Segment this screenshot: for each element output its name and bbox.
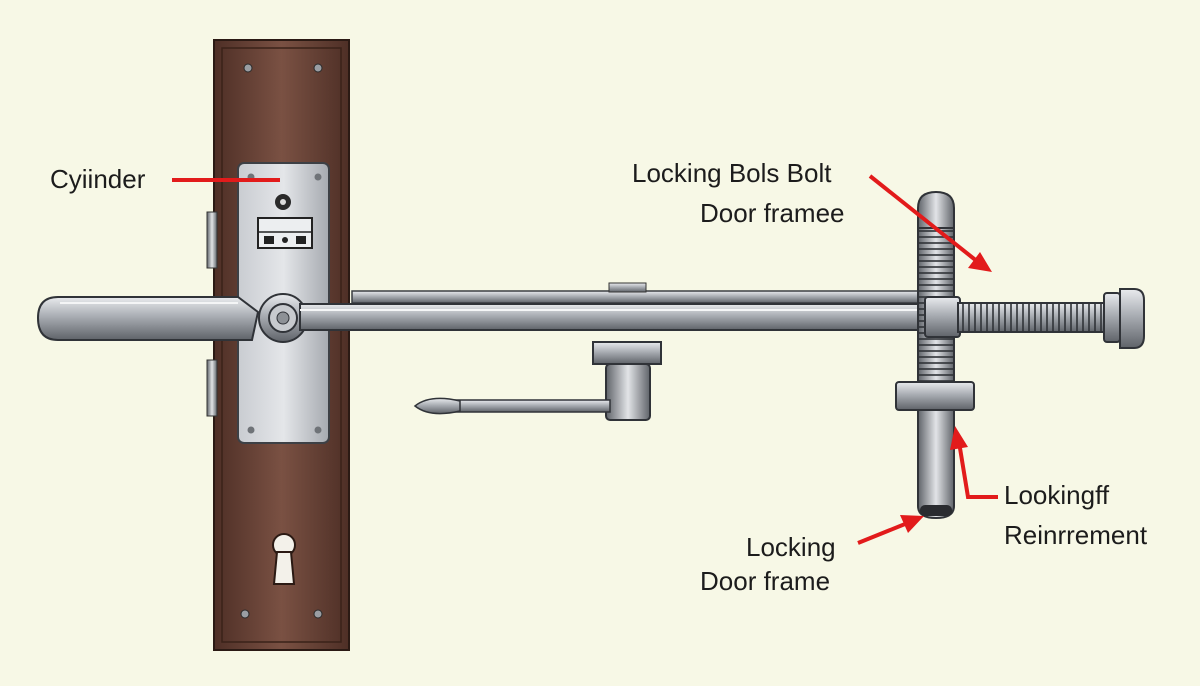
door-handle	[36, 296, 260, 341]
key-cylinder	[257, 194, 313, 249]
lower-bracket	[413, 341, 662, 421]
bolt-pointer-line	[868, 174, 980, 264]
reinforcement-pointer-line	[957, 441, 998, 499]
label-door-frame-bottom: Door frame	[700, 566, 831, 596]
plate-hinges	[206, 211, 218, 417]
red-arrow-icon	[172, 174, 998, 545]
top-bracket	[608, 282, 647, 293]
bolt-pointer-head	[968, 252, 992, 272]
spindle-hub	[258, 293, 308, 343]
label-locking-bottom: Locking	[746, 532, 836, 562]
label-locking-bolt: Locking Bols Bolt	[632, 158, 832, 188]
label-cylinder: Cyiinder	[50, 164, 146, 194]
connecting-rod	[299, 290, 941, 331]
locking-pointer-head	[900, 515, 924, 533]
horizontal-threaded-bolt	[924, 288, 1145, 349]
locking-pointer-line	[857, 520, 911, 545]
label-reinforcement: Reinrrement	[1004, 520, 1148, 550]
label-door-frame-top: Door framee	[700, 198, 845, 228]
reinforcement-pointer-head	[950, 426, 968, 450]
keyhole-icon	[272, 533, 296, 585]
label-locking-right: Lookingff	[1004, 480, 1110, 510]
